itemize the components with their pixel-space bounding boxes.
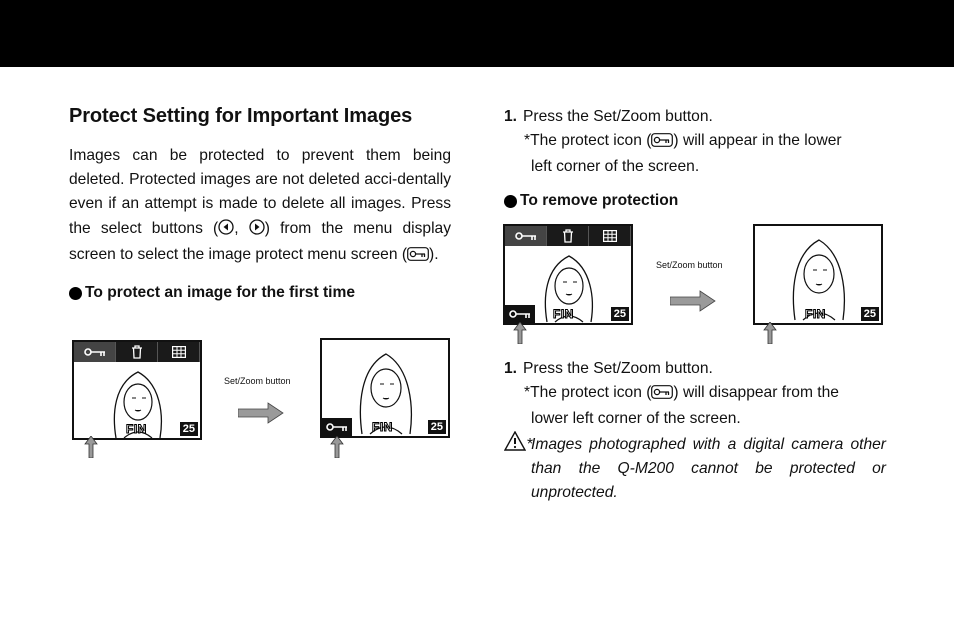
note-text-c: left corner of the screen. [531, 158, 700, 175]
image-screen-protected: FIN 25 [320, 338, 450, 438]
protect-indicator [505, 305, 535, 323]
note-text-c: lower left corner of the screen. [531, 410, 741, 427]
up-pointer-arrow-icon [763, 322, 777, 344]
step-protect: 1. Press the Set/Zoom button. [504, 105, 886, 129]
menu-bar [74, 342, 200, 362]
caution-asterisk: * [527, 436, 534, 453]
grid-index-icon [171, 346, 186, 358]
portrait-illustration [792, 239, 845, 321]
intro-text-1: Images can be protected to prevent them … [69, 147, 451, 237]
step-number: 1. [504, 360, 518, 377]
image-count-badge: 25 [860, 307, 879, 321]
menu-screen-before: FIN 25 [72, 340, 202, 440]
menu-screen-protected: FIN 25 [503, 224, 633, 325]
right-column-lower: 1. Press the Set/Zoom button. *The protec… [503, 357, 886, 505]
intro-text-4: ). [429, 245, 439, 263]
protect-indicator [322, 418, 352, 436]
menu-delete-cell [116, 342, 158, 362]
intro-text-3: ) from the menu display screen to select… [69, 219, 451, 263]
caution-note: * Images photographed with a digital cam… [503, 430, 886, 505]
menu-index-cell [589, 226, 631, 246]
key-protect-icon [326, 423, 347, 431]
key-protect-icon [407, 245, 429, 269]
menu-bar [505, 226, 631, 246]
set-zoom-caption: Set/Zoom button [656, 260, 723, 270]
menu-protect-cell [74, 342, 116, 362]
key-protect-icon [651, 131, 674, 155]
up-pointer-arrow-icon [330, 436, 344, 458]
up-pointer-arrow-icon [513, 322, 527, 344]
section-heading-remove: To remove protection [504, 191, 886, 211]
header-bar [0, 0, 954, 67]
image-count-badge: 25 [610, 307, 629, 321]
left-arrow-button-icon [218, 218, 234, 243]
grid-index-icon [602, 230, 617, 242]
trash-icon [562, 229, 573, 243]
page-title: Protect Setting for Important Images [69, 105, 413, 127]
bullet-icon [504, 194, 517, 208]
section-heading-protect: To protect an image for the first time [69, 283, 451, 303]
fn-label: FIN [553, 307, 574, 322]
step-remove: 1. Press the Set/Zoom button. [504, 357, 886, 381]
warning-triangle-icon [503, 430, 527, 459]
fn-label: FIN [805, 307, 826, 322]
section-heading-protect-text: To protect an image for the first time [85, 284, 356, 302]
trash-icon [131, 345, 142, 359]
remove-figure: FIN 25 Set/Zoom button FIN 25 [503, 222, 888, 347]
step-remove-note: *The protect icon ( ) will disappear from… [504, 381, 886, 431]
note-text-b: ) will appear in the lower [673, 132, 842, 149]
left-column: Protect Setting for Important Images Ima… [69, 102, 451, 303]
note-text-b: ) will disappear from the [673, 384, 839, 401]
menu-delete-cell [547, 226, 589, 246]
portrait-illustration [544, 255, 594, 323]
caution-text: Images photographed with a digital camer… [531, 436, 886, 501]
key-protect-icon [83, 348, 105, 356]
image-count-badge: 25 [427, 420, 446, 434]
fn-label: FIN [126, 422, 147, 437]
step-text: Press the Set/Zoom button. [523, 108, 713, 125]
note-text-a: *The protect icon ( [524, 384, 652, 401]
protect-figure: FIN 25 Set/Zoom button FIN 25 [72, 338, 452, 463]
bullet-icon [69, 286, 82, 300]
image-count-badge: 25 [179, 422, 198, 436]
menu-index-cell [158, 342, 200, 362]
intro-paragraph: Images can be protected to prevent them … [69, 144, 451, 269]
right-column: 1. Press the Set/Zoom button. *The protec… [504, 105, 886, 211]
step-number: 1. [504, 108, 518, 125]
key-protect-icon [509, 310, 530, 318]
key-protect-icon [514, 232, 536, 240]
menu-protect-cell [505, 226, 547, 246]
key-protect-icon [651, 383, 674, 407]
right-arrow-button-icon [249, 218, 265, 243]
portrait-illustration [359, 353, 412, 435]
up-pointer-arrow-icon [84, 436, 98, 458]
image-screen-unprotected: FIN 25 [753, 224, 883, 325]
step-protect-note: *The protect icon ( ) will appear in the … [504, 129, 886, 179]
portrait-illustration [113, 371, 163, 438]
intro-text-2: , [234, 219, 249, 237]
note-text-a: *The protect icon ( [524, 132, 652, 149]
right-arrow-icon [238, 402, 284, 424]
set-zoom-caption: Set/Zoom button [224, 376, 291, 386]
step-text: Press the Set/Zoom button. [523, 360, 713, 377]
section-heading-remove-text: To remove protection [520, 192, 679, 209]
fn-label: FIN [372, 420, 393, 435]
right-arrow-icon [670, 290, 716, 312]
